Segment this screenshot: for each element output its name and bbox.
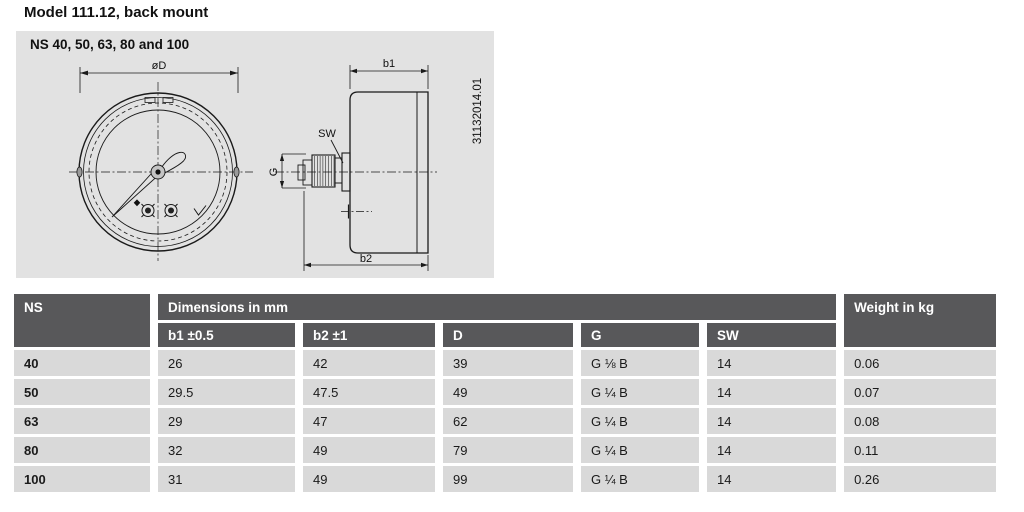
dim-arrow [421, 262, 428, 268]
table-header-row-1: NS Dimensions in mm Weight in kg [14, 294, 996, 350]
cell-d: 62 [443, 408, 581, 437]
cell-d: 39 [443, 350, 581, 379]
table-header-row-2: b1 ±0.5 b2 ±1 D G SW [14, 323, 996, 350]
col-header-weight: Weight in kg [844, 294, 996, 350]
case-screw [141, 203, 155, 218]
rim-lug [76, 166, 83, 178]
gauge-technical-drawing: øD [69, 58, 484, 271]
drawing-number: 31132014.01 [472, 78, 484, 144]
drawing-panel: øD [16, 31, 494, 278]
dim-label-diameter: øD [152, 60, 167, 72]
gauge-dial [95, 109, 221, 235]
table-row: 80 32 49 79 G ¼ B 14 0.11 [14, 437, 996, 466]
cell-sw: 14 [707, 379, 845, 408]
pointer-counterweight [161, 151, 187, 174]
cell-d: 99 [443, 466, 581, 495]
dim-label-g: G [268, 168, 280, 177]
dim-arrow [279, 154, 285, 161]
dim-arrow [304, 262, 311, 268]
cell-ns: 50 [14, 379, 158, 408]
dial-stop-pin [133, 199, 141, 207]
dim-arrow [80, 70, 88, 76]
dial-check-mark [193, 205, 207, 216]
rim-lug [233, 166, 240, 178]
case-outline [349, 91, 429, 254]
dim-arrow [279, 181, 285, 188]
cell-b2: 47 [303, 408, 443, 437]
col-header-b1: b1 ±0.5 [158, 323, 303, 350]
gauge-side-view: b1 G [268, 58, 437, 271]
pointer-hub-pin [155, 169, 161, 175]
cell-g: G ⅛ B [581, 350, 707, 379]
col-header-dimensions: Dimensions in mm [158, 294, 845, 323]
cell-d: 49 [443, 379, 581, 408]
cell-weight: 0.11 [844, 437, 996, 466]
cell-sw: 14 [707, 466, 845, 495]
cell-b1: 31 [158, 466, 303, 495]
cell-g: G ¼ B [581, 379, 707, 408]
rim-mark [144, 97, 156, 103]
cell-sw: 14 [707, 408, 845, 437]
page-title: Model 111.12, back mount [24, 4, 209, 21]
cell-weight: 0.06 [844, 350, 996, 379]
dim-label-b1: b1 [383, 58, 395, 70]
cell-d: 79 [443, 437, 581, 466]
cell-ns: 40 [14, 350, 158, 379]
cell-g: G ¼ B [581, 437, 707, 466]
drawing-heading: NS 40, 50, 63, 80 and 100 [30, 37, 190, 52]
dim-label-sw: SW [318, 128, 336, 140]
case-screw [164, 203, 178, 218]
cell-weight: 0.26 [844, 466, 996, 495]
col-header-d: D [443, 323, 581, 350]
cell-b2: 47.5 [303, 379, 443, 408]
table-row: 63 29 47 62 G ¼ B 14 0.08 [14, 408, 996, 437]
cell-g: G ¼ B [581, 408, 707, 437]
col-header-b2: b2 ±1 [303, 323, 443, 350]
cell-b1: 29.5 [158, 379, 303, 408]
table-row: 40 26 42 39 G ⅛ B 14 0.06 [14, 350, 996, 379]
sw-leader-line [330, 139, 344, 164]
table-row: 100 31 49 99 G ¼ B 14 0.26 [14, 466, 996, 495]
gauge-front-view: øD [69, 60, 253, 261]
table-row: 50 29.5 47.5 49 G ¼ B 14 0.07 [14, 379, 996, 408]
cell-ns: 63 [14, 408, 158, 437]
dim-arrow [350, 68, 357, 74]
dim-arrow [421, 68, 428, 74]
cell-b1: 32 [158, 437, 303, 466]
cell-g: G ¼ B [581, 466, 707, 495]
process-connection [297, 152, 351, 192]
cell-weight: 0.08 [844, 408, 996, 437]
rim-mark [162, 97, 174, 103]
cell-sw: 14 [707, 350, 845, 379]
cell-b1: 29 [158, 408, 303, 437]
cell-b2: 49 [303, 466, 443, 495]
thread-hatching [314, 156, 335, 186]
cell-ns: 100 [14, 466, 158, 495]
col-header-g: G [581, 323, 707, 350]
cell-sw: 14 [707, 437, 845, 466]
cell-weight: 0.07 [844, 379, 996, 408]
dim-arrow [230, 70, 238, 76]
cell-b1: 26 [158, 350, 303, 379]
cell-b2: 42 [303, 350, 443, 379]
col-header-sw: SW [707, 323, 845, 350]
dim-label-b2: b2 [360, 253, 372, 265]
cell-b2: 49 [303, 437, 443, 466]
cell-ns: 80 [14, 437, 158, 466]
dimensions-table: NS Dimensions in mm Weight in kg b1 ±0.5… [14, 294, 996, 495]
col-header-ns: NS [14, 294, 158, 350]
